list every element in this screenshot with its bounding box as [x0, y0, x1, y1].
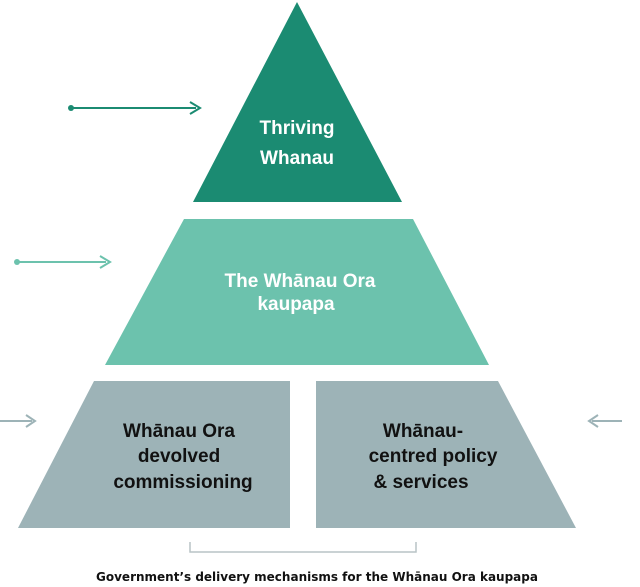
tier-bottom-left-shape: [18, 381, 290, 528]
arrow-bottom-right-head: [587, 414, 599, 428]
tier-bottom-left-label-line-2: devolved: [138, 446, 220, 467]
arrow-bottom-right-icon: [587, 414, 622, 428]
tier-bottom-right-shape: [316, 381, 576, 528]
tier-top-label-line-2: Whanau: [260, 148, 334, 169]
diagram-caption: Government’s delivery mechanisms for the…: [96, 570, 538, 584]
tier-top-shape: [193, 2, 402, 202]
grouping-bracket: [189, 542, 417, 553]
arrow-bottom-left-icon: [0, 414, 37, 428]
tier-middle-shape: [105, 219, 489, 365]
arrow-middle-head: [99, 255, 112, 269]
tier-thriving-whanau: Thriving Whanau: [193, 2, 402, 202]
tier-middle-label-line-1: The Whānau Ora: [225, 271, 376, 292]
tier-bottom-right-label-line-3: & services: [373, 472, 468, 493]
tier-bottom-left-label-line-3: commissioning: [113, 472, 252, 493]
arrow-bottom-left-head: [25, 414, 37, 428]
tier-whanau-centred-policy: Whānau- centred policy & services: [316, 381, 576, 528]
arrow-middle-icon: [14, 255, 112, 269]
tier-bottom-left-label-line-1: Whānau Ora: [123, 421, 235, 442]
arrow-top-head: [189, 101, 202, 115]
tier-bottom-right-label-line-1: Whānau-: [383, 421, 463, 442]
tier-top-label-line-1: Thriving: [260, 118, 335, 139]
tier-devolved-commissioning: Whānau Ora devolved commissioning: [18, 381, 290, 528]
tier-bottom-right-label-line-2: centred policy: [369, 446, 498, 467]
tier-whanau-ora-kaupapa: The Whānau Ora kaupapa: [105, 219, 489, 365]
arrow-top-icon: [68, 101, 202, 115]
tier-middle-label-line-2: kaupapa: [257, 294, 335, 315]
